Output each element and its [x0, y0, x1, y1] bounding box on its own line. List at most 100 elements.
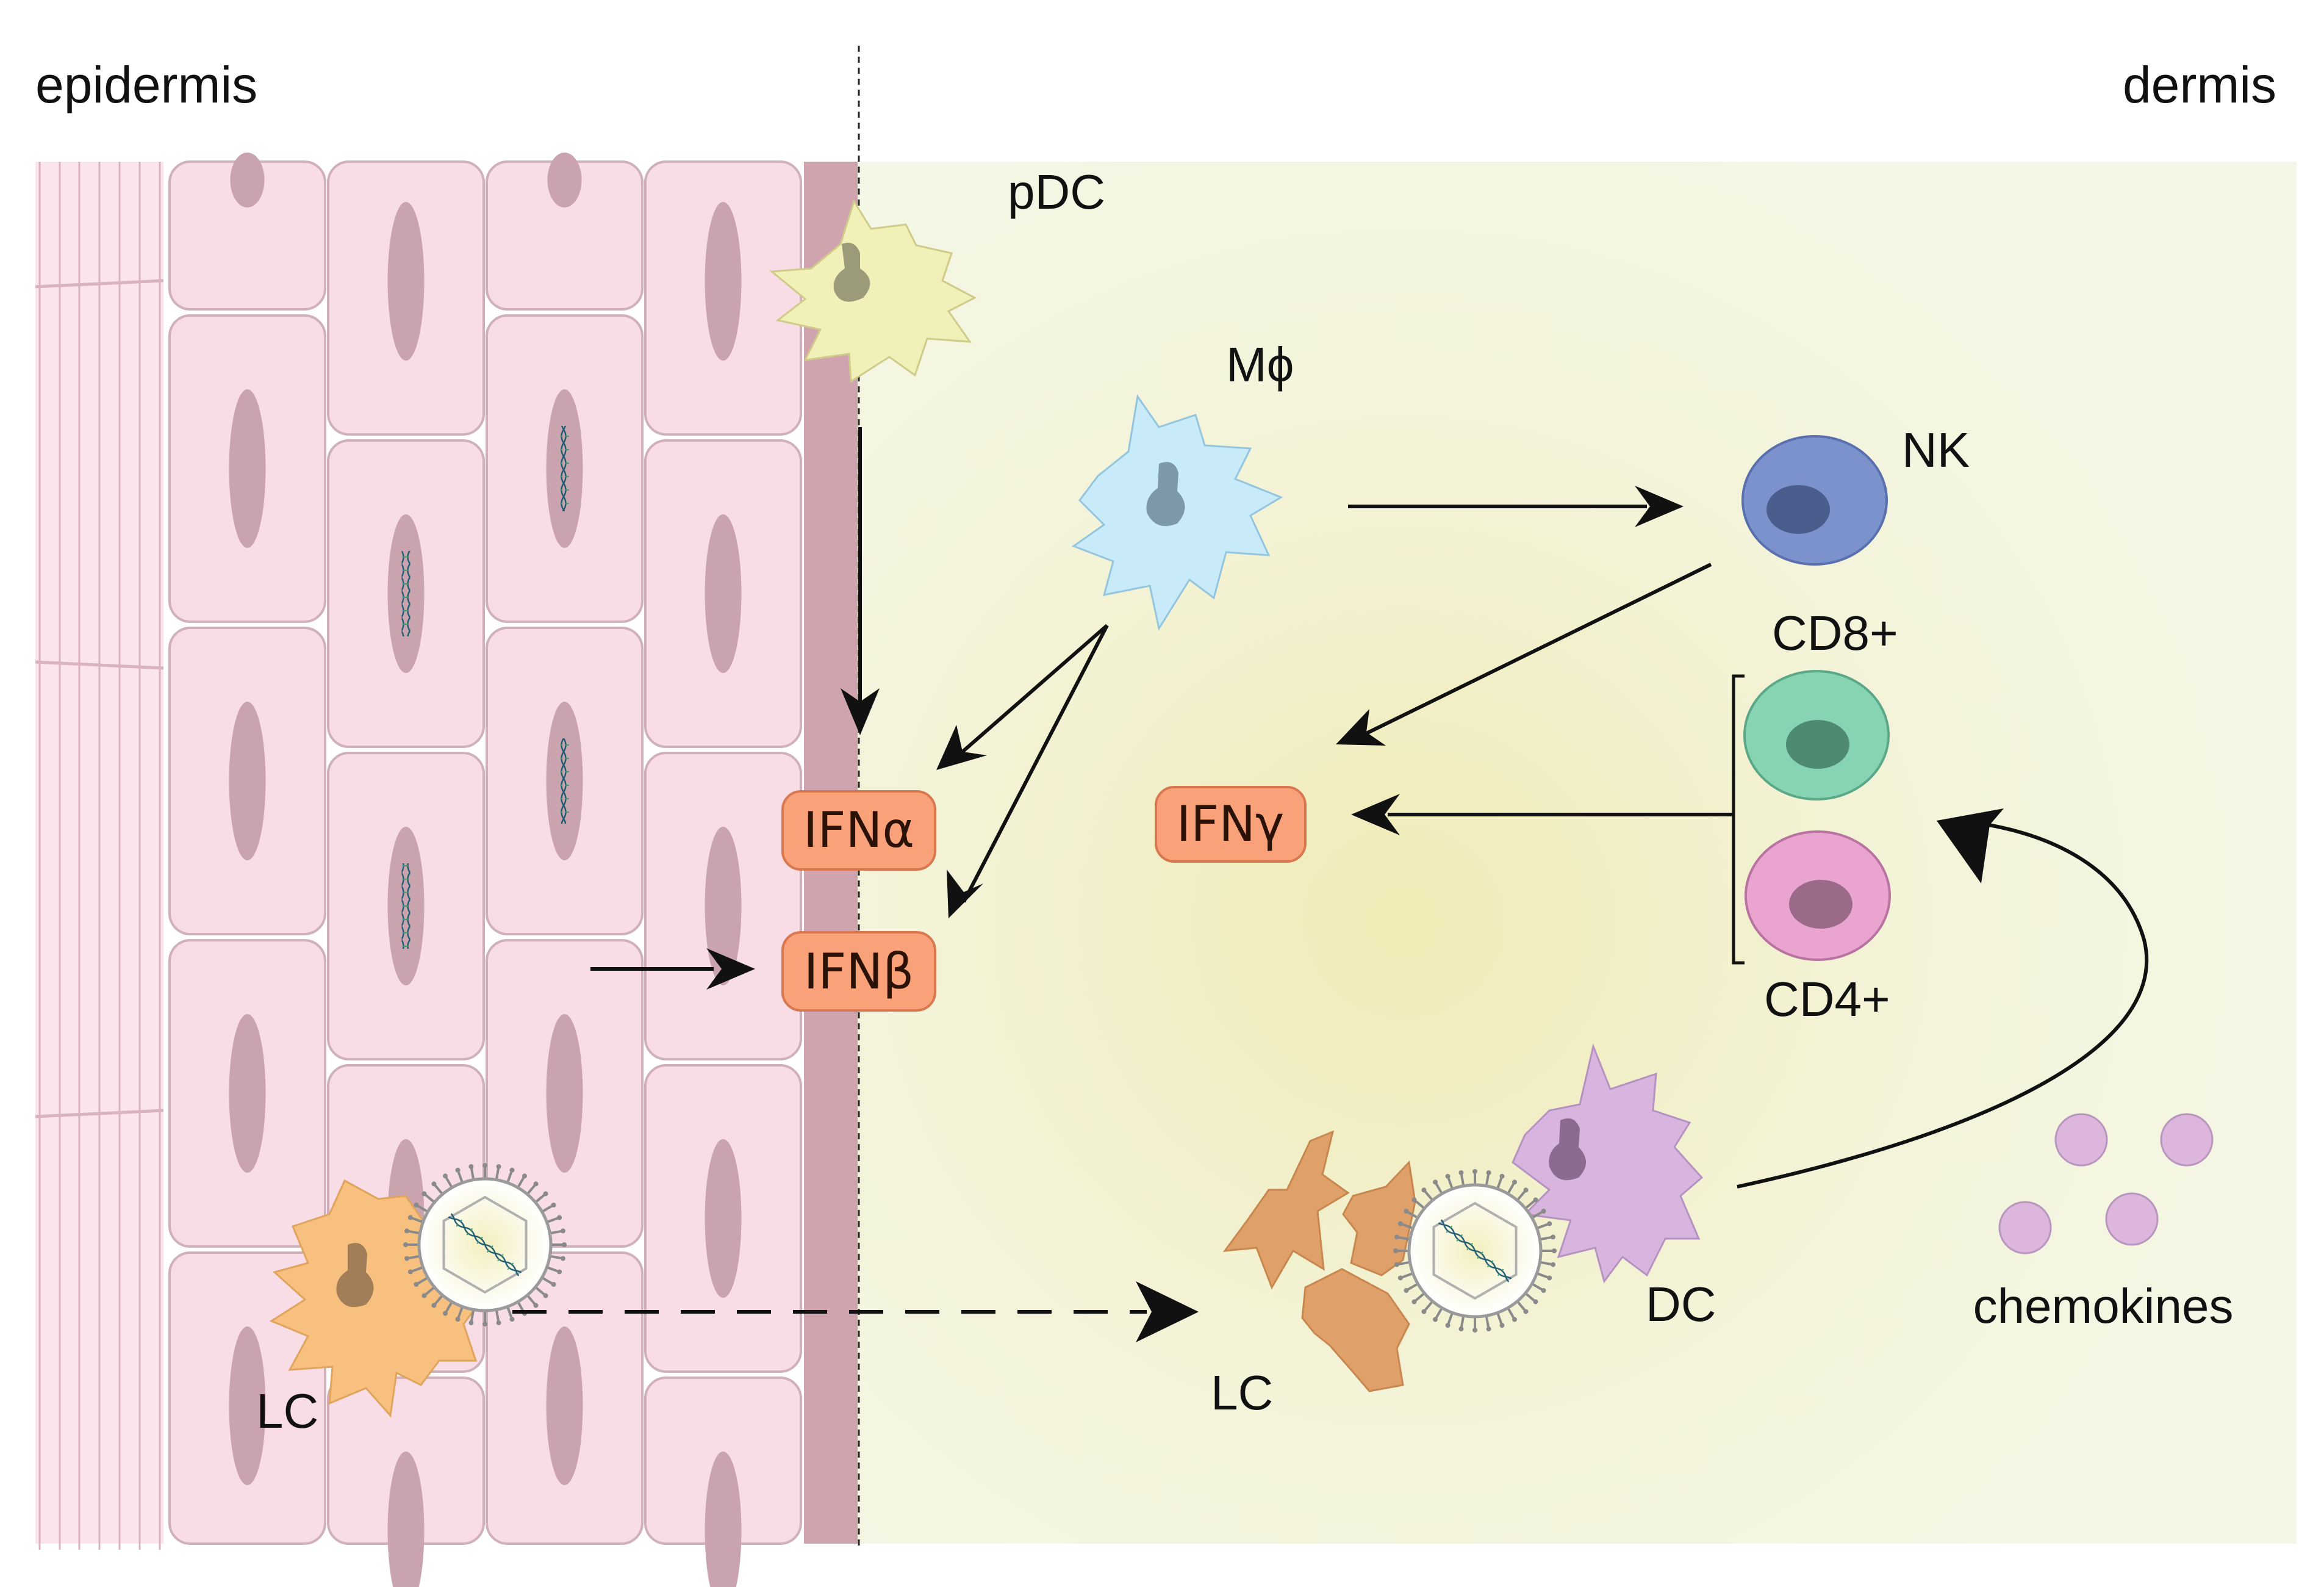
- virus-spike: [1499, 1173, 1505, 1179]
- virus-spike: [407, 1215, 413, 1220]
- virus-spike: [468, 1320, 474, 1326]
- keratinocyte-nucleus: [546, 1326, 583, 1485]
- virus-spike: [1523, 1187, 1529, 1193]
- virus-spike: [1512, 1179, 1517, 1185]
- label-lc-epidermis: LC: [256, 1384, 318, 1438]
- ifn-beta-box: IFNβ: [781, 931, 936, 1012]
- virus-spike: [1433, 1179, 1438, 1185]
- virus-spike: [1458, 1170, 1464, 1175]
- dc-nucleus: [1549, 1118, 1586, 1181]
- virus-spike: [1541, 1209, 1546, 1214]
- keratinocyte-nucleus: [229, 702, 266, 860]
- virus-spike: [509, 1317, 515, 1322]
- label-chemokines: chemokines: [1973, 1279, 2234, 1333]
- label-lc-dermis: LC: [1211, 1366, 1273, 1420]
- keratinocyte-nucleus: [705, 827, 742, 985]
- keratinocyte-nucleus: [705, 514, 742, 673]
- virus-spike: [482, 1322, 487, 1326]
- macrophage-nucleus: [1146, 462, 1185, 527]
- virus-spike: [543, 1293, 548, 1298]
- virus-spike: [1486, 1170, 1491, 1175]
- chemokine-dot: [2160, 1113, 2214, 1167]
- arrow-macrophage-to-ifn-beta: [962, 624, 1109, 903]
- keratinocyte-nucleus: [546, 1014, 583, 1173]
- virus-spike: [1551, 1262, 1556, 1267]
- virus-spike: [543, 1191, 548, 1197]
- virus-spike: [1404, 1209, 1409, 1214]
- virus-spike: [1486, 1326, 1491, 1332]
- virus-spike: [551, 1203, 556, 1207]
- virus-capsid: [442, 1195, 528, 1294]
- virus-spike: [443, 1173, 448, 1179]
- virus-spike: [1547, 1221, 1552, 1226]
- virus-spike: [455, 1167, 461, 1173]
- label-cd8: CD8+: [1772, 606, 1898, 660]
- virus-spike: [1472, 1328, 1477, 1333]
- virus-spike: [1404, 1288, 1409, 1293]
- virus-spike: [404, 1228, 409, 1234]
- pdc-cell: [769, 199, 977, 383]
- virus-spike: [1394, 1234, 1399, 1240]
- virus-spike: [1394, 1262, 1399, 1267]
- nk-cell: [1741, 435, 1888, 566]
- pdc-body: [769, 199, 977, 383]
- virus-spike: [1393, 1248, 1398, 1253]
- viral-dna-icon: [447, 1212, 523, 1278]
- virus-spike: [407, 1269, 413, 1275]
- virus-spike: [533, 1181, 539, 1187]
- virus-spike: [561, 1256, 566, 1261]
- virus-spike: [496, 1164, 501, 1169]
- virus-spike: [1433, 1317, 1438, 1322]
- ifn-gamma-label: IFNγ: [1177, 796, 1285, 852]
- dc-cell: [1512, 1043, 1704, 1284]
- virus-spike: [509, 1167, 515, 1173]
- virus-spike: [1551, 1234, 1556, 1240]
- virus-spike: [561, 1228, 566, 1234]
- virus-spike: [1533, 1197, 1538, 1203]
- cd4-cell: [1745, 830, 1891, 961]
- virus-spike: [1533, 1299, 1538, 1305]
- cd8-cell: [1743, 670, 1890, 801]
- virus-particle: [1393, 1169, 1557, 1333]
- arrowhead-tcells-ifn-gamma: [1351, 794, 1400, 835]
- virus-spike: [1421, 1309, 1427, 1314]
- virus-spike: [431, 1303, 437, 1308]
- chemokine-dot: [2105, 1192, 2159, 1246]
- region-label-epidermis: epidermis: [35, 56, 257, 113]
- cd4-nucleus: [1789, 880, 1852, 929]
- keratinocyte-nucleus: [229, 1326, 266, 1485]
- arrowhead-pdc: [841, 688, 880, 735]
- virus-spike: [1458, 1326, 1464, 1332]
- ifn-gamma-box: IFNγ: [1155, 786, 1307, 863]
- virus-spike: [421, 1293, 427, 1298]
- label-nk: NK: [1902, 423, 1970, 477]
- keratinocyte-nucleus: [229, 389, 266, 548]
- virus-spike: [522, 1173, 527, 1179]
- viral-dna-icon: [560, 426, 569, 511]
- virus-spike: [557, 1269, 562, 1275]
- virus-spike: [1547, 1275, 1552, 1281]
- pdc-nucleus: [833, 242, 870, 302]
- ifn-beta-label: IFNβ: [804, 943, 914, 1000]
- virus-spike: [1397, 1275, 1403, 1281]
- epidermal-lc-nucleus: [336, 1243, 374, 1308]
- virus-spike: [562, 1242, 567, 1247]
- virus-spike: [1397, 1221, 1403, 1226]
- virus-spike: [551, 1282, 556, 1287]
- label-pdc: pDC: [1008, 165, 1105, 219]
- label-dc: DC: [1646, 1277, 1716, 1331]
- dc-body: [1512, 1043, 1704, 1284]
- cd8-nucleus: [1786, 720, 1849, 769]
- chemokine-dot: [2054, 1113, 2108, 1167]
- arrowhead-dc-tcells: [1937, 808, 2004, 883]
- arrowhead-keratinocyte-ifn-beta: [706, 948, 755, 990]
- chemokine-particles: [1998, 1113, 2214, 1254]
- virus-spike: [1512, 1317, 1517, 1322]
- arrow-dc-to-tcells: [1737, 823, 2149, 1189]
- virus-spike: [1472, 1169, 1477, 1174]
- keratinocyte-layer: [168, 153, 802, 1587]
- virus-spike: [431, 1181, 437, 1187]
- arrowhead-lc-migration: [1136, 1281, 1199, 1342]
- virus-spike: [403, 1242, 408, 1247]
- keratinocyte-nucleus: [705, 1452, 742, 1587]
